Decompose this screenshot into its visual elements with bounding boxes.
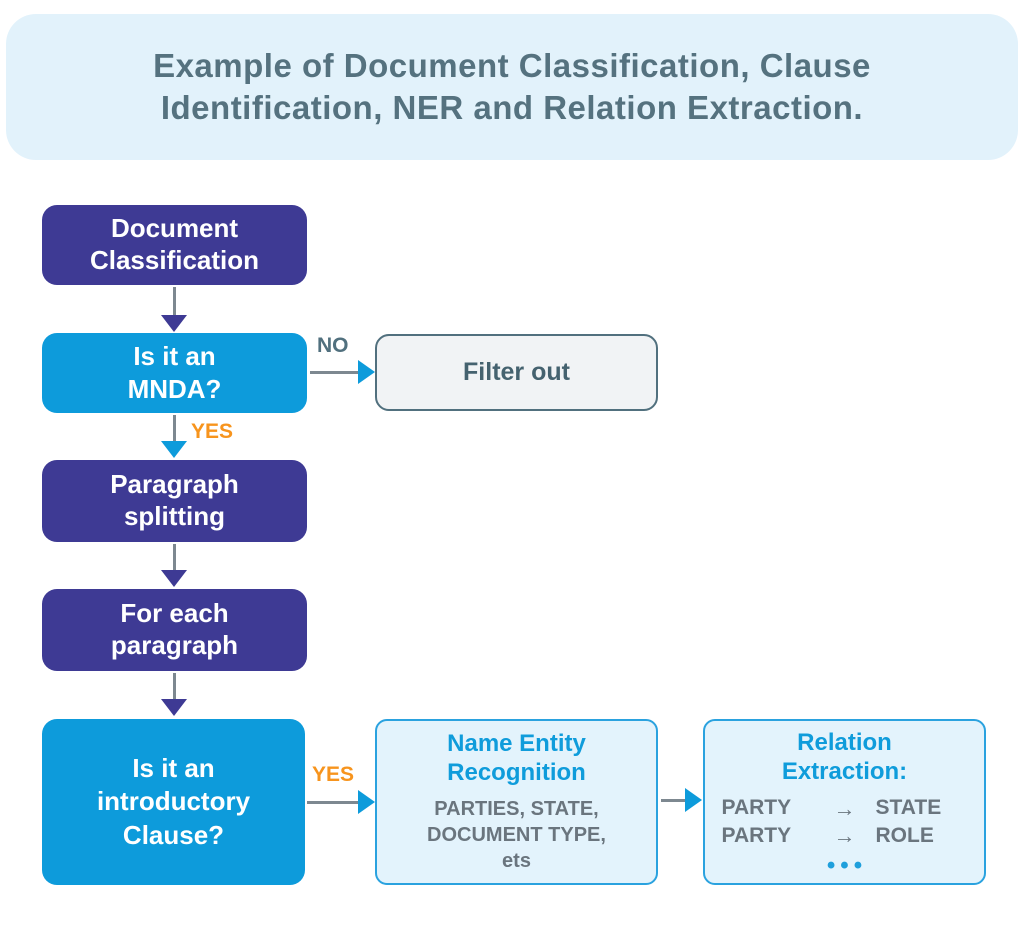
ner-body-line3: ets — [502, 850, 531, 873]
arrow-foreach-to-intro-stem — [173, 673, 176, 701]
node-intro-clause-line3: Clause? — [122, 819, 225, 850]
page-title-line1: Example of Document Classification, Clau… — [153, 46, 871, 84]
page-title: Example of Document Classification, Clau… — [153, 45, 871, 129]
node-paragraph-splitting-line1: Paragraph — [110, 469, 239, 500]
arrow-right-icon — [685, 788, 702, 812]
page-title-line2: Identification, NER and Relation Extract… — [160, 89, 864, 126]
relation-rows: PARTY → STATE PARTY → ROLE ••• — [722, 795, 968, 879]
arrow-down-icon — [161, 699, 187, 716]
arrow-right-icon — [358, 790, 375, 814]
node-filter-out: Filter out — [375, 334, 658, 411]
relation-title: Relation Extraction: — [782, 729, 907, 787]
arrow-parasplit-to-foreach-stem — [173, 544, 176, 572]
relation-row-from: PARTY — [721, 823, 792, 847]
node-filter-out-label: Filter out — [463, 358, 570, 386]
node-name-entity-recognition: Name Entity Recognition PARTIES, STATE, … — [375, 719, 658, 885]
node-document-classification: Document Classification — [42, 205, 307, 285]
ner-body: PARTIES, STATE, DOCUMENT TYPE, ets — [427, 796, 606, 874]
edge-label-yes-intro: YES — [312, 763, 355, 786]
node-document-classification-line1: Document — [110, 213, 239, 244]
node-mnda-line1: Is it an — [133, 340, 216, 371]
relation-row-from: PARTY — [721, 796, 792, 820]
node-paragraph-splitting-line2: splitting — [123, 501, 226, 531]
arrow-mnda-to-parasplit-stem — [173, 415, 176, 443]
node-intro-clause-line2: introductory — [96, 786, 251, 817]
ner-body-line1: PARTIES, STATE, — [434, 798, 599, 821]
ellipsis-dots-icon: ••• — [826, 851, 868, 879]
node-mnda-line2: MNDA? — [127, 374, 222, 404]
ner-title: Name Entity Recognition — [447, 730, 586, 788]
node-for-each-paragraph: For each paragraph — [42, 589, 307, 671]
relation-row-arrow-icon: → — [833, 823, 856, 849]
edge-label-yes-mnda: YES — [191, 420, 234, 443]
arrow-down-icon — [161, 570, 187, 587]
arrow-mnda-to-filterout-stem — [310, 371, 360, 374]
ner-title-line1: Name Entity — [447, 729, 586, 757]
node-is-it-an-mnda: Is it an MNDA? — [42, 333, 307, 413]
relation-row: PARTY → ROLE — [722, 822, 968, 850]
arrow-intro-to-ner-stem — [307, 801, 359, 804]
relation-row-to: ROLE — [875, 823, 934, 847]
ner-body-line2: DOCUMENT TYPE, — [427, 824, 606, 847]
title-banner: Example of Document Classification, Clau… — [6, 14, 1018, 160]
node-for-each-paragraph-line1: For each — [120, 598, 229, 629]
arrow-right-icon — [358, 360, 375, 384]
relation-row-to: STATE — [875, 796, 942, 820]
arrow-down-icon — [161, 441, 187, 458]
ner-title-line2: Recognition — [447, 758, 586, 786]
node-intro-clause-line1: Is it an — [132, 753, 215, 784]
arrow-docclass-to-mnda-stem — [173, 287, 176, 317]
node-paragraph-splitting: Paragraph splitting — [42, 460, 307, 542]
node-is-it-an-introductory-clause: Is it an introductory Clause? — [42, 719, 305, 885]
node-for-each-paragraph-line2: paragraph — [110, 630, 239, 660]
relation-title-line1: Relation — [797, 729, 892, 757]
relation-row: PARTY → STATE — [722, 795, 968, 823]
edge-label-no: NO — [317, 334, 349, 357]
arrow-ner-to-relation-stem — [661, 799, 687, 802]
node-document-classification-line2: Classification — [89, 245, 260, 275]
relation-title-line2: Extraction: — [781, 757, 908, 785]
arrow-down-icon — [161, 315, 187, 332]
node-relation-extraction: Relation Extraction: PARTY → STATE PARTY… — [703, 719, 986, 885]
relation-row-arrow-icon: → — [833, 795, 856, 821]
